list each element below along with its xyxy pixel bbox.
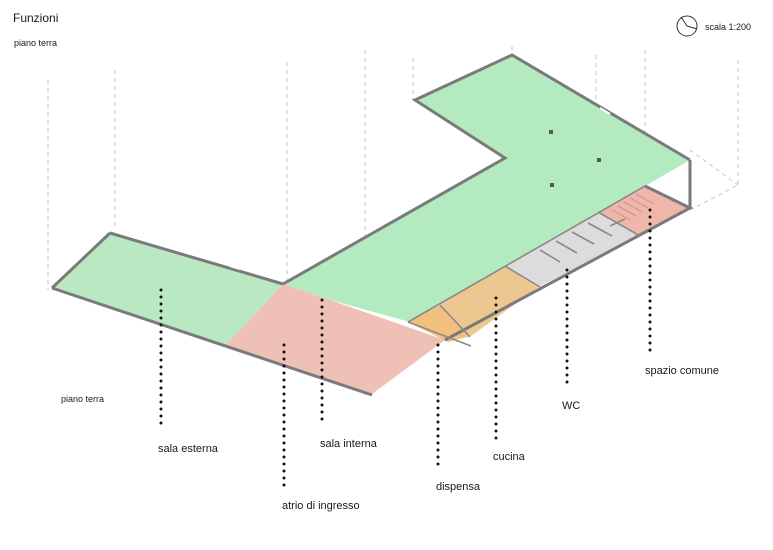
room-sala-interna (283, 55, 690, 322)
wall-gaps (229, 107, 611, 270)
leader-lines (159, 208, 652, 490)
page-title: Funzioni (13, 11, 59, 25)
walls (50, 53, 694, 397)
label-cucina: cucina (493, 451, 525, 463)
room-wc (505, 212, 640, 286)
label-sala-interna: sala interna (320, 438, 377, 450)
label-wc: WC (562, 400, 581, 412)
floor-label: piano terra (61, 394, 105, 404)
label-dispensa: dispensa (436, 481, 481, 493)
scale-label: scala 1:200 (705, 22, 752, 32)
columns (549, 130, 601, 187)
stair-hatch (611, 193, 655, 221)
label-atrio: atrio di ingresso (282, 500, 360, 512)
room-sala-esterna (52, 233, 283, 347)
label-spazio-comune: spazio comune (645, 365, 719, 377)
room-spazio-comune (598, 186, 690, 236)
room-dispensa (408, 305, 471, 342)
room-cucina (440, 266, 540, 336)
floor-subtitle: piano terra (14, 38, 58, 48)
label-sala-esterna: sala esterna (158, 443, 218, 455)
compass-icon (676, 15, 698, 37)
room-atrio (224, 284, 445, 394)
partitions (407, 185, 646, 347)
